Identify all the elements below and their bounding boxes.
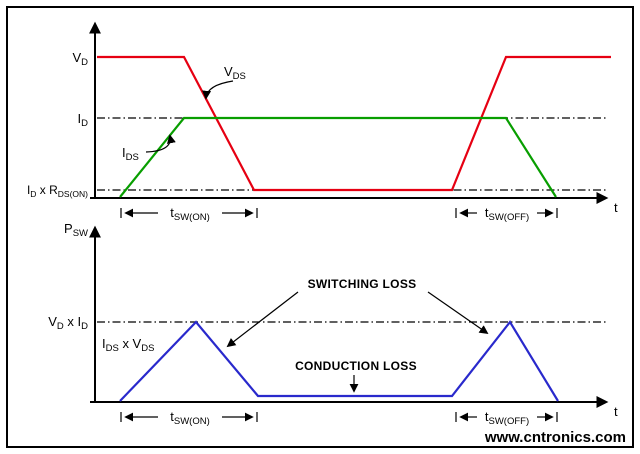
switching-loss-left-arrow [226, 291, 299, 348]
label-conduction-loss: CONDUCTION LOSS [295, 359, 417, 373]
label-t-bottom: t [614, 404, 618, 419]
label-tswoff-bottom: tSW(OFF) [485, 409, 529, 427]
label-id: ID [78, 111, 89, 129]
watermark-text: www.cntronics.com [484, 429, 626, 446]
label-ids: IDS [122, 145, 139, 163]
label-tswon-top: tSW(ON) [170, 205, 210, 223]
vds-pointer-arrow [202, 80, 234, 100]
vds-waveform [97, 55, 611, 192]
psw-waveform [119, 320, 559, 402]
label-vds: VDS [224, 64, 246, 82]
label-psw: PSW [64, 221, 88, 239]
label-tswon-bottom: tSW(ON) [170, 409, 210, 427]
ids-pointer-arrow [145, 134, 176, 153]
label-tswoff-top: tSW(OFF) [485, 205, 529, 223]
switching-loss-right-arrow [427, 291, 489, 335]
label-switching-loss: SWITCHING LOSS [308, 277, 417, 291]
label-vd-x-id: VD x ID [48, 314, 88, 332]
label-ids-x-vds: IDS x VDS [102, 336, 154, 354]
label-id-rdson: ID x RDS(ON) [27, 183, 88, 199]
label-vd: VD [72, 50, 88, 68]
figure-border [6, 6, 634, 448]
label-t-top: t [614, 200, 618, 215]
ids-waveform [119, 116, 557, 198]
